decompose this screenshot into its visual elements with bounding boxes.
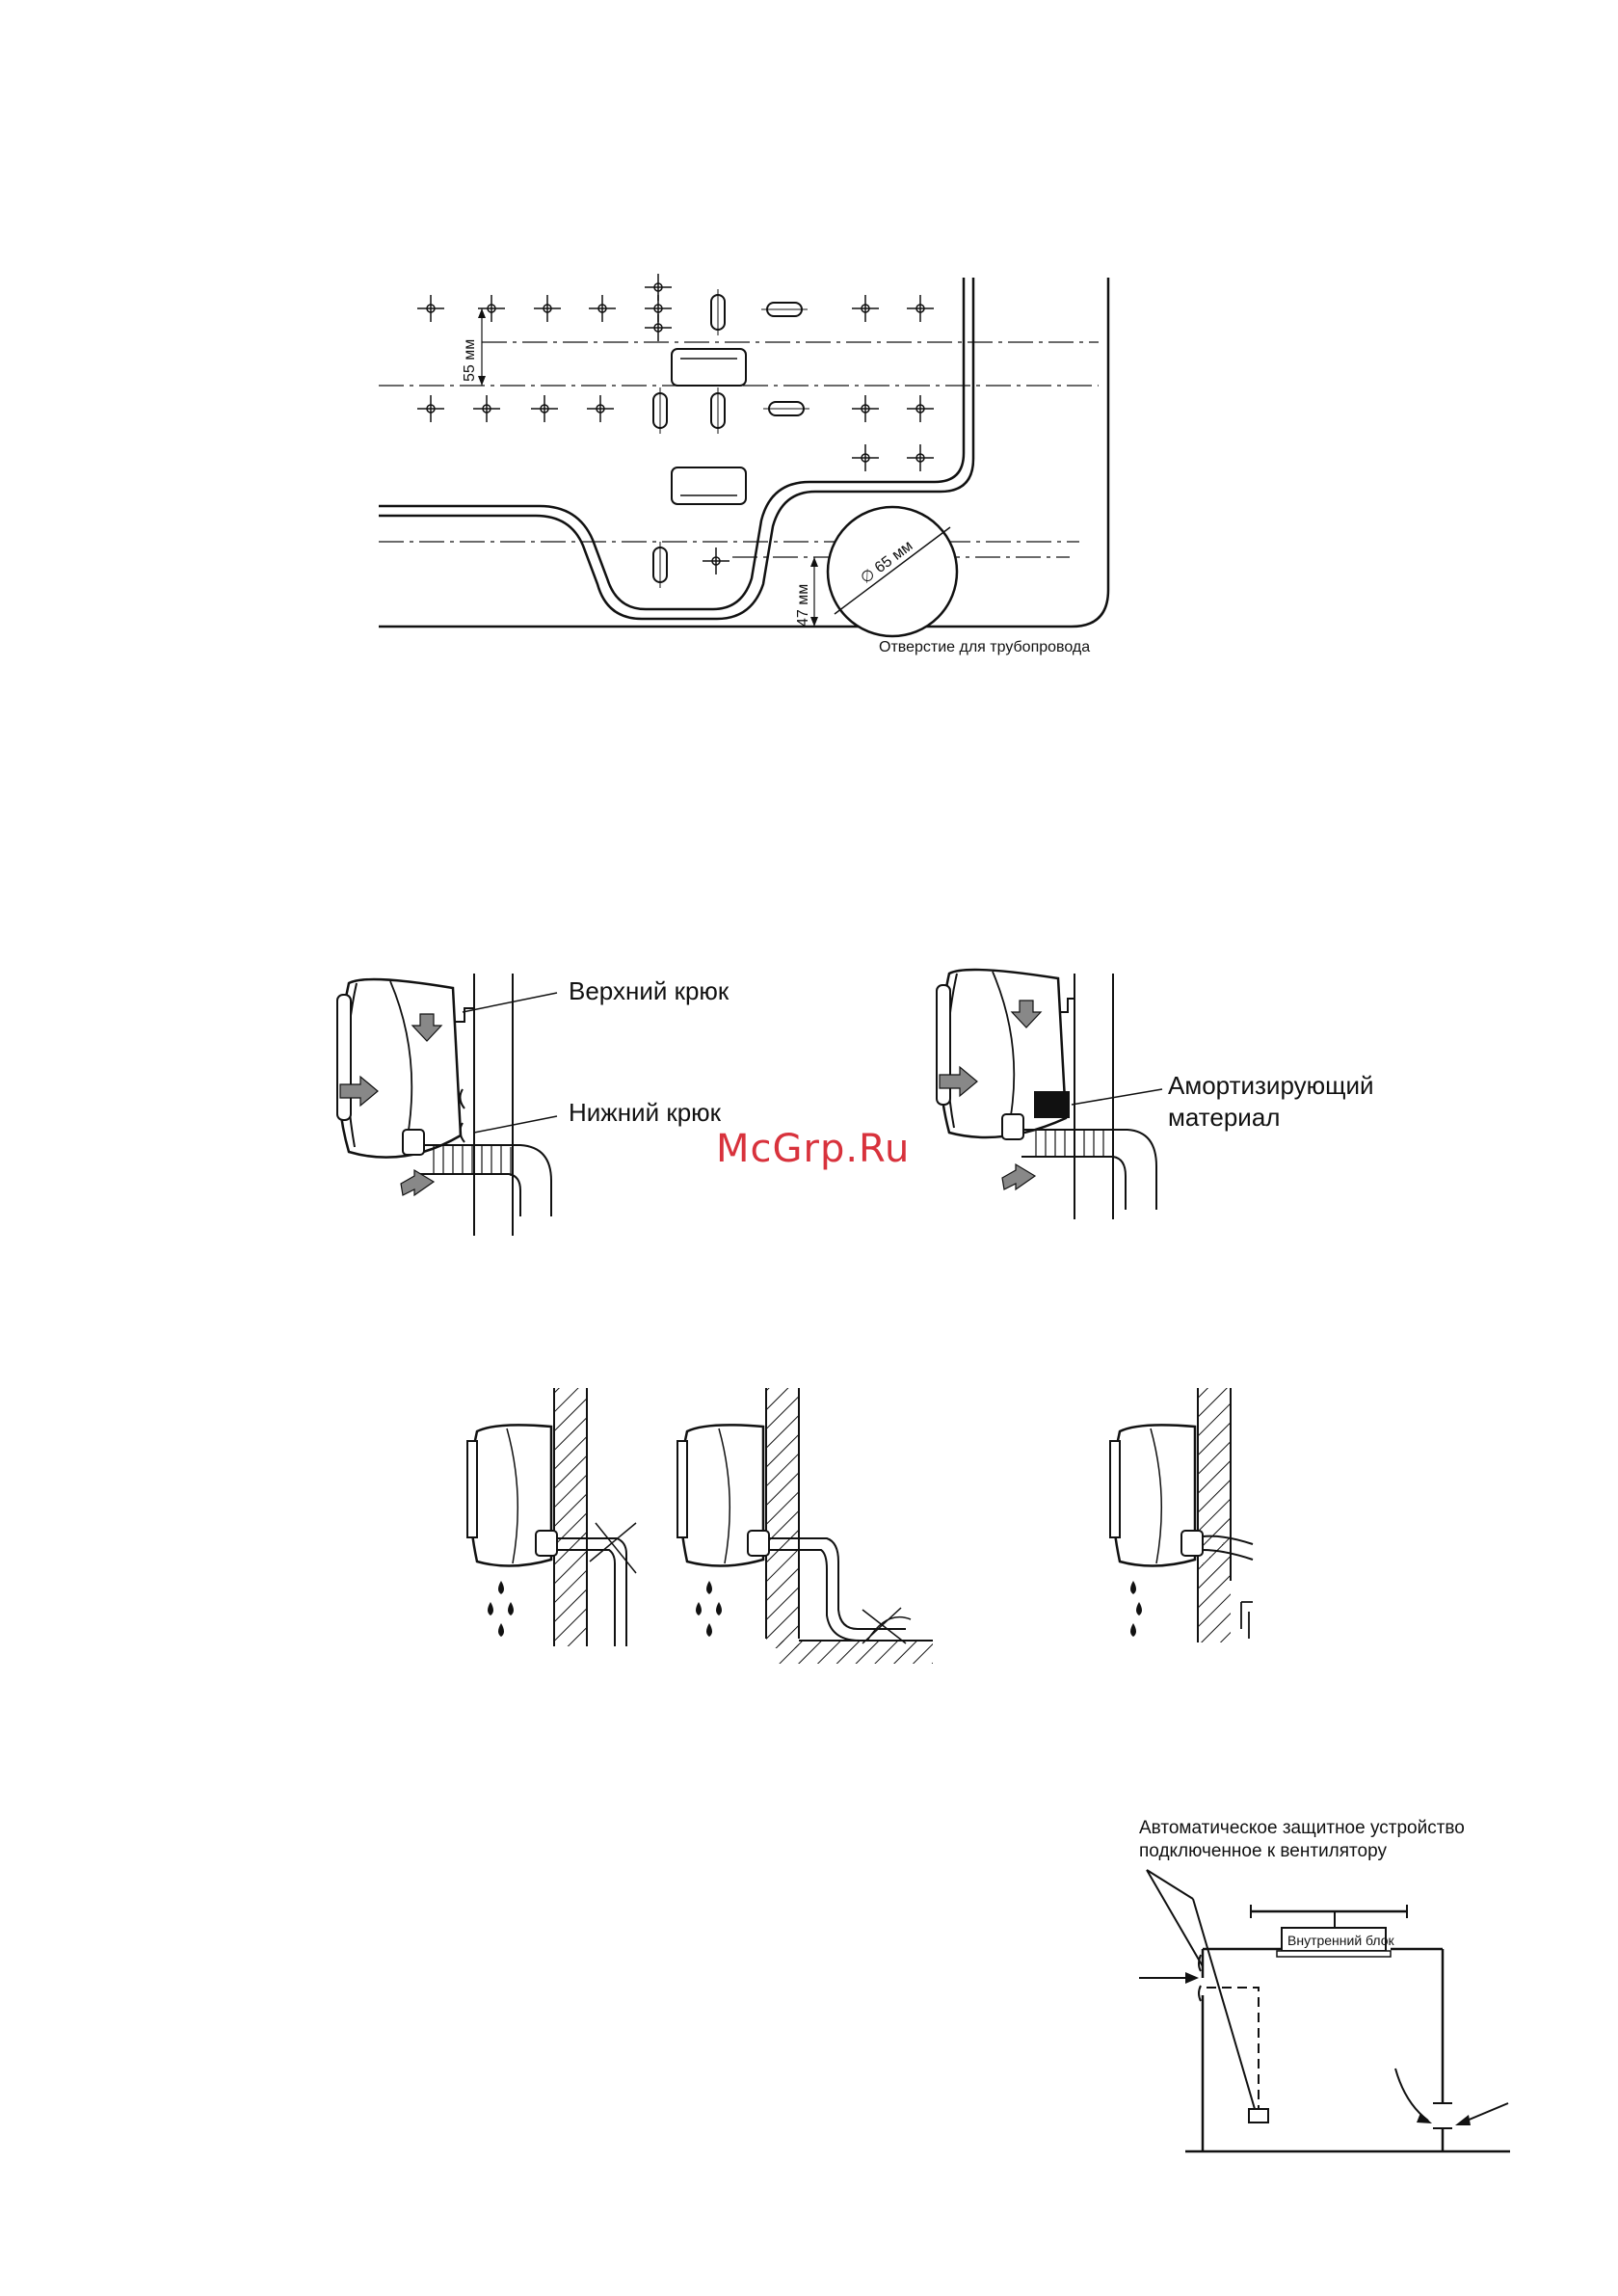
watermark: McGrp.Ru — [716, 1127, 910, 1171]
dim-47-label: 47 мм — [795, 584, 811, 627]
mounting-plate-figure: 55 мм 47 мм ∅ 65 мм Отверстие для трубоп… — [379, 274, 1108, 655]
drain-figure-1 — [467, 1388, 636, 1646]
pipe-hole-caption: Отверстие для трубопровода — [879, 639, 1090, 655]
cushion-label-line2: материал — [1168, 1103, 1280, 1132]
cushion-label-line1: Амортизирующий — [1168, 1071, 1374, 1100]
hook-figure-right: Амортизирующий материал — [937, 970, 1374, 1219]
lower-hook-label: Нижний крюк — [569, 1098, 722, 1127]
indoor-unit-label: Внутренний блок — [1287, 1933, 1395, 1948]
safety-device-title-line1: Автоматическое защитное устройство — [1139, 1818, 1465, 1838]
hook-figure-left: Верхний крюк Нижний крюк — [337, 974, 729, 1236]
safety-device-title-line2: подключенное к вентилятору — [1139, 1841, 1387, 1861]
dim-55-label: 55 мм — [462, 339, 478, 382]
drain-figure-3 — [1110, 1388, 1253, 1642]
drain-figure-2 — [677, 1388, 933, 1664]
upper-hook-label: Верхний крюк — [569, 976, 729, 1005]
wiring-diagram: Автоматическое защитное устройство подкл… — [1139, 1818, 1510, 2151]
